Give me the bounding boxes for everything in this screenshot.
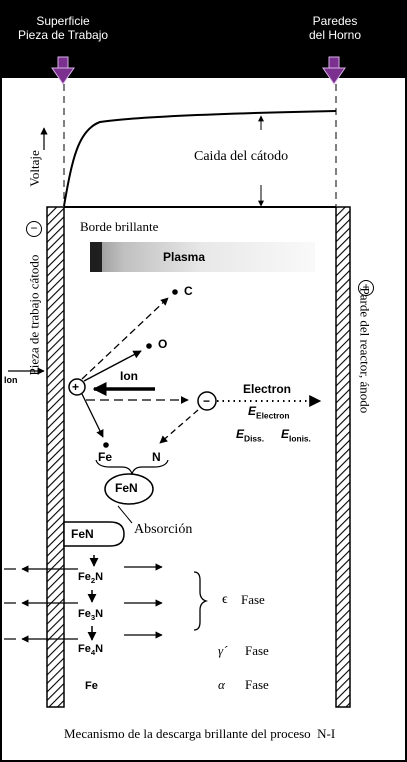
e-diss-label: EDiss. bbox=[236, 427, 265, 444]
cathode-sign: − bbox=[26, 221, 42, 237]
fen-bubble-label: FeN bbox=[115, 481, 138, 495]
cathode-side-label: Pieza de trabajo cátodo bbox=[26, 254, 42, 376]
caption: Mecanismo de la descarga brillante del p… bbox=[64, 726, 336, 741]
fen-bubble bbox=[104, 473, 154, 505]
fe2n-label: Fe2N bbox=[78, 571, 104, 586]
plasma-label: Plasma bbox=[163, 250, 206, 264]
fen-surface-label: FeN bbox=[71, 527, 94, 541]
walls-purple-arrow bbox=[322, 56, 346, 85]
voltage-curve bbox=[63, 110, 337, 207]
gamma-symbol: γ´ bbox=[218, 643, 228, 658]
alpha-phase-label: Fase bbox=[245, 677, 269, 692]
ion-in-label: Ion bbox=[4, 375, 18, 385]
gamma-phase-label: Fase bbox=[245, 643, 269, 658]
absorption-label: Absorción bbox=[134, 522, 193, 537]
fe-layer-label: Fe bbox=[85, 680, 98, 692]
fe-label: Fe bbox=[98, 450, 113, 464]
electron-circle bbox=[197, 391, 217, 411]
glow-edge-label: Borde brillante bbox=[80, 219, 159, 234]
o-label: O bbox=[158, 337, 168, 351]
surface-label: Superficie Pieza de Trabajo bbox=[17, 14, 109, 42]
anode-wall bbox=[335, 206, 351, 708]
negative-sign: − bbox=[203, 394, 211, 408]
e-electron-label: EElectron bbox=[248, 404, 290, 421]
electron-label: Electron bbox=[243, 382, 292, 396]
anode-sign: + bbox=[358, 280, 374, 296]
cathode-wall bbox=[46, 206, 65, 708]
ion-label: Ion bbox=[120, 369, 138, 383]
fe4n-label: Fe4N bbox=[78, 643, 104, 658]
alpha-symbol: α bbox=[218, 677, 225, 692]
epsilon-phase-label: Fase bbox=[241, 592, 265, 607]
voltage-label: Voltaje bbox=[26, 150, 42, 187]
surface-purple-arrow bbox=[51, 56, 75, 85]
fen-surface-pill bbox=[63, 521, 125, 547]
fe3n-label: Fe3N bbox=[78, 608, 104, 623]
positive-ion-circle bbox=[68, 378, 86, 396]
anode-side-label: Parde del reactor, ánodo bbox=[357, 287, 373, 414]
epsilon-symbol: ϵ bbox=[222, 592, 228, 607]
n-label: N bbox=[152, 450, 161, 464]
cathode-drop-label: Caida del cátodo bbox=[194, 149, 289, 164]
positive-sign: + bbox=[72, 380, 80, 394]
walls-label: Paredes del Horno bbox=[308, 14, 362, 42]
c-label: C bbox=[184, 284, 193, 298]
e-ionis-label: EIonis. bbox=[281, 427, 311, 444]
plasma-cloud bbox=[90, 242, 315, 272]
